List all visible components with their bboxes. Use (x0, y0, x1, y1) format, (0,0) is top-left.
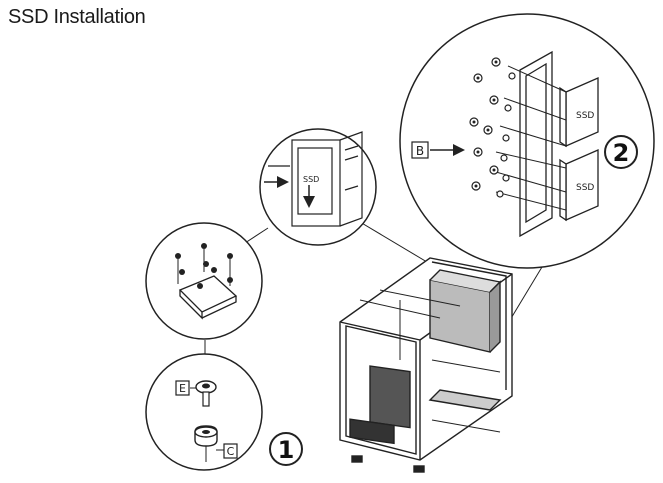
pc-case-illustration (339, 257, 513, 473)
label-c: C (227, 445, 235, 458)
zoom-circle-ssd-screws (145, 222, 263, 340)
page-title: SSD Installation (8, 6, 146, 28)
zoom-circle-ssd-bracket: SSD SSD B 2 (399, 13, 655, 269)
zoom-circle-standoff: E C (145, 353, 263, 471)
label-c-box: C (223, 443, 238, 459)
ssd-top-label: SSD (576, 111, 594, 121)
screw-icon (175, 243, 233, 289)
label-e: E (179, 382, 186, 395)
step-2-number: 2 (613, 139, 630, 167)
label-b-box: B (411, 141, 429, 159)
drive-label: SSD (303, 175, 319, 184)
ssd-bottom-label: SSD (576, 183, 594, 193)
zoom-circle-drive-slot: SSD (259, 128, 377, 246)
step-circle-icon (604, 135, 638, 169)
label-b: B (416, 144, 424, 158)
step-2-badge: 2 (604, 135, 638, 169)
label-e-box: E (175, 380, 190, 396)
step-1-number: 1 (278, 436, 295, 464)
step-circle-icon (269, 432, 303, 466)
screw-icon (469, 57, 516, 198)
step-1-badge: 1 (269, 432, 303, 466)
